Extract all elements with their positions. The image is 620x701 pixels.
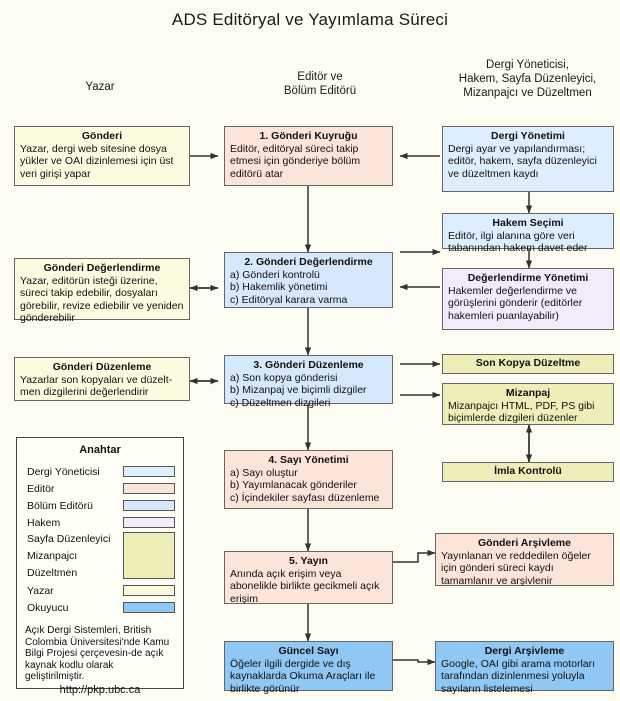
- legend-label-proofreader: Düzeltmen: [27, 567, 78, 579]
- node-gonderi-degerlendirme-yazar[interactable]: Gönderi Değerlendirme Yazar, editörün is…: [14, 258, 190, 324]
- node-gonderi-duzenleme[interactable]: 3. Gönderi Düzenleme a) Son kopya gönder…: [224, 355, 393, 409]
- legend-swatch-production: [123, 532, 175, 579]
- node-degerlendirme-yonetimi[interactable]: Değerlendirme Yönetimi Hakemler değerlen…: [442, 268, 614, 330]
- legend-panel: Anahtar Dergi Yöneticisi Editör Bölüm Ed…: [16, 437, 184, 696]
- node-mizanpaj-body: Mizanpajcı HTML, PDF, PS gibi biçimlerde…: [448, 400, 595, 425]
- node-son-kopya-duzeltme[interactable]: Son Kopya Düzeltme: [442, 354, 614, 374]
- node-gonderi-degerlendirme-yazar-heading: Gönderi Değerlendirme: [43, 262, 161, 274]
- node-degerlendirme-yonetimi-heading: Değerlendirme Yönetimi: [467, 272, 589, 284]
- legend-label-layout-editor: Mizanpajcı: [27, 550, 78, 562]
- node-sayi-yonetimi[interactable]: 4. Sayı Yönetimi a) Sayı oluştur b) Yayı…: [224, 450, 393, 509]
- node-gonderi-heading: Gönderi: [81, 130, 123, 142]
- legend-group-production: Sayfa Düzenleyici Mizanpajcı Düzeltmen: [25, 531, 175, 582]
- node-gonderi-degerlendirme[interactable]: 2. Gönderi Değerlendirme a) Gönderi kont…: [224, 252, 393, 308]
- node-gonderi-kuyrugu-heading: 1. Gönderi Kuyruğu: [259, 130, 358, 142]
- node-gonderi-degerlendirme-yazar-body: Yazar, editörün isteği üzerine, süreci t…: [20, 275, 184, 325]
- node-imla-kontrolu[interactable]: İmla Kontrolü: [442, 462, 614, 482]
- legend-swatch-journal-manager: [123, 466, 175, 477]
- node-guncel-sayi[interactable]: Güncel Sayı Öğeler ilgili dergide ve dış…: [224, 641, 393, 695]
- node-gonderi-kuyrugu[interactable]: 1. Gönderi Kuyruğu Editör, editöryal sür…: [224, 126, 393, 186]
- node-degerlendirme-yonetimi-body: Hakemler değerlendirme ve görüşlerini gö…: [448, 285, 583, 322]
- node-hakem-secimi-heading: Hakem Seçimi: [492, 217, 564, 229]
- node-son-kopya-duzeltme-heading: Son Kopya Düzeltme: [475, 357, 581, 369]
- legend-row-section-editor: Bölüm Editörü: [25, 497, 175, 514]
- editor-column-header: Editör ve Bölüm Editörü: [283, 71, 357, 97]
- node-guncel-sayi-body: Öğeler ilgili dergide ve dış kaynaklarda…: [230, 658, 376, 695]
- legend-swatch-author: [123, 585, 175, 596]
- legend-label-editor: Editör: [27, 482, 55, 495]
- node-gonderi-duzenleme-body: a) Son kopya gönderisi b) Mizanpaj ve bi…: [230, 372, 367, 409]
- legend-row-reader: Okuyucu: [25, 599, 175, 616]
- staff-column-header: Dergi Yöneticisi, Hakem, Sayfa Düzenleyi…: [458, 59, 597, 99]
- node-gonderi-arsivleme[interactable]: Gönderi Arşivleme Yayınlanan ve reddedil…: [435, 533, 614, 587]
- node-dergi-yonetimi[interactable]: Dergi Yönetimi Dergi ayar ve yapılandırm…: [442, 126, 614, 192]
- legend-row-editor: Editör: [25, 480, 175, 497]
- node-gonderi-duzenleme-yazar-heading: Gönderi Düzenleme: [52, 361, 152, 373]
- node-sayi-yonetimi-body: a) Sayı oluştur b) Yayımlanacak gönderil…: [230, 467, 380, 504]
- legend-swatch-reviewer: [123, 517, 175, 528]
- node-dergi-arsivleme[interactable]: Dergi Arşivleme Google, OAI gibi arama m…: [435, 641, 614, 695]
- legend-label-section-editor: Bölüm Editörü: [27, 499, 93, 512]
- legend-row-author: Yazar: [25, 582, 175, 599]
- legend-label-reviewer: Hakem: [27, 516, 61, 529]
- legend-row-reviewer: Hakem: [25, 514, 175, 531]
- node-dergi-yonetimi-heading: Dergi Yönetimi: [491, 130, 565, 142]
- node-gonderi-duzenleme-yazar-body: Yazarlar son kopyaları ve düzelt-men diz…: [20, 374, 173, 399]
- node-gonderi-duzenleme-heading: 3. Gönderi Düzenleme: [253, 359, 364, 371]
- node-gonderi-kuyrugu-body: Editör, editöryal süreci takip etmesi iç…: [230, 143, 361, 180]
- node-yayin-heading: 5. Yayın: [289, 555, 328, 567]
- author-column-header: Yazar: [85, 81, 115, 93]
- node-gonderi[interactable]: Gönderi Yazar, dergi web sitesine dosya …: [14, 126, 190, 186]
- node-gonderi-degerlendirme-heading: 2. Gönderi Değerlendirme: [244, 256, 373, 268]
- legend-swatch-reader: [123, 602, 175, 613]
- legend-swatch-section-editor: [123, 500, 175, 511]
- node-gonderi-duzenleme-yazar[interactable]: Gönderi Düzenleme Yazarlar son kopyaları…: [14, 357, 190, 401]
- node-imla-kontrolu-heading: İmla Kontrolü: [494, 465, 562, 477]
- node-mizanpaj-heading: Mizanpaj: [505, 387, 551, 399]
- page-title: ADS Editöryal ve Yayımlama Süreci: [171, 10, 449, 29]
- node-yayin[interactable]: 5. Yayın Anında açık erişim veya aboneli…: [224, 551, 393, 605]
- legend-label-author: Yazar: [27, 584, 54, 597]
- node-hakem-secimi[interactable]: Hakem Seçimi Editör, ilgi alanına göre v…: [442, 213, 614, 254]
- node-gonderi-arsivleme-heading: Gönderi Arşivleme: [478, 537, 571, 549]
- node-dergi-arsivleme-body: Google, OAI gibi arama motorları tarafın…: [441, 658, 596, 695]
- node-gonderi-body: Yazar, dergi web sitesine dosya yükler v…: [20, 143, 174, 180]
- legend-swatch-editor: [123, 483, 175, 494]
- node-dergi-arsivleme-heading: Dergi Arşivleme: [484, 645, 565, 657]
- legend-row-journal-manager: Dergi Yöneticisi: [25, 463, 175, 480]
- node-hakem-secimi-body: Editör, ilgi alanına göre veri tabanında…: [448, 230, 588, 255]
- legend-credit-text: Açık Dergi Sistemleri, British Colombia …: [25, 625, 170, 683]
- legend-title: Anahtar: [79, 444, 121, 456]
- legend-label-journal-manager: Dergi Yöneticisi: [27, 465, 100, 478]
- node-gonderi-degerlendirme-body: a) Gönderi kontrolü b) Hakemlik yönetimi…: [230, 269, 348, 306]
- node-sayi-yonetimi-heading: 4. Sayı Yönetimi: [268, 454, 349, 466]
- node-gonderi-arsivleme-body: Yayınlanan ve reddedilen öğeler için gön…: [441, 550, 591, 587]
- legend-credit-url[interactable]: http://pkp.ubc.ca: [59, 683, 141, 696]
- node-guncel-sayi-heading: Güncel Sayı: [278, 645, 339, 657]
- node-dergi-yonetimi-body: Dergi ayar ve yapılandırması; editör, ha…: [448, 143, 597, 180]
- legend-label-reader: Okuyucu: [27, 601, 69, 614]
- legend-label-copyeditor: Sayfa Düzenleyici: [27, 533, 111, 545]
- node-mizanpaj[interactable]: Mizanpaj Mizanpajcı HTML, PDF, PS gibi b…: [442, 383, 614, 425]
- node-yayin-body: Anında açık erişim veya abonelikle birli…: [230, 568, 380, 605]
